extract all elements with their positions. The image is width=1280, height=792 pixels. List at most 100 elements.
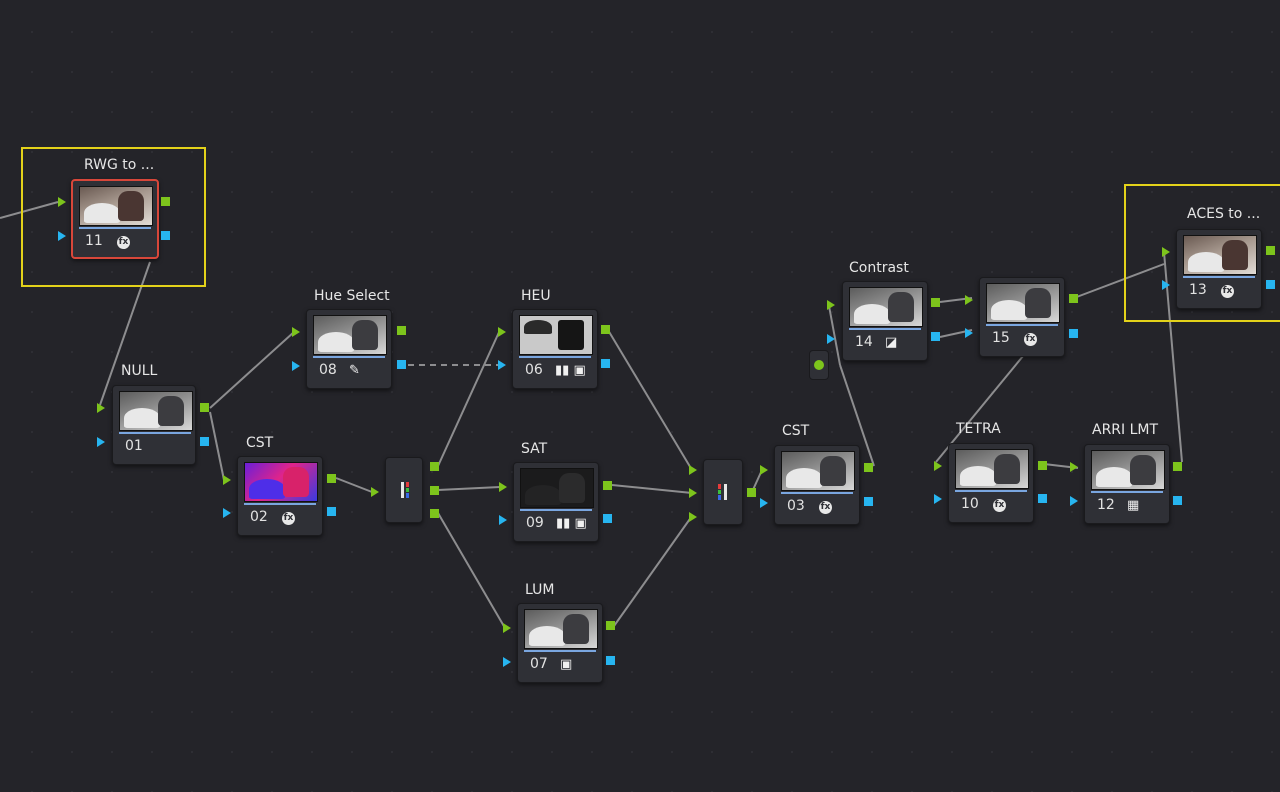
- node-bar: [781, 492, 853, 494]
- node-number: 03: [787, 498, 805, 514]
- node-thumbnail: [119, 391, 193, 431]
- node-09[interactable]: 09 ▮▮ ▣: [513, 462, 599, 542]
- key-output[interactable]: [1266, 280, 1275, 289]
- node-bar: [519, 356, 591, 358]
- key-output[interactable]: [327, 507, 336, 516]
- rgb-output[interactable]: [200, 403, 209, 412]
- key-input[interactable]: [827, 334, 835, 344]
- node-01[interactable]: 01: [112, 385, 196, 465]
- rgb-input[interactable]: [827, 300, 835, 310]
- node-label: Hue Select: [314, 288, 390, 304]
- key-input[interactable]: [498, 360, 506, 370]
- rgb-input[interactable]: [58, 197, 66, 207]
- wire-01-02: [209, 411, 225, 481]
- key-output[interactable]: [397, 360, 406, 369]
- blue-input[interactable]: [689, 512, 697, 522]
- splitter-node[interactable]: [385, 457, 423, 523]
- key-output[interactable]: [200, 437, 209, 446]
- rgb-output[interactable]: [161, 197, 170, 206]
- green-input[interactable]: [689, 488, 697, 498]
- green-output[interactable]: [430, 486, 439, 495]
- rgb-output[interactable]: [327, 474, 336, 483]
- node-02[interactable]: 02 fx: [237, 456, 323, 536]
- node-06[interactable]: 06 ▮▮ ▣: [512, 309, 598, 389]
- node-10[interactable]: 10 fx: [948, 443, 1034, 523]
- node-label: HEU: [521, 288, 551, 304]
- node-label: TETRA: [956, 421, 1001, 437]
- rgb-input[interactable]: [97, 403, 105, 413]
- key-output[interactable]: [864, 497, 873, 506]
- key-output[interactable]: [601, 359, 610, 368]
- rgb-input[interactable]: [498, 327, 506, 337]
- key-input[interactable]: [223, 508, 231, 518]
- key-output[interactable]: [931, 332, 940, 341]
- wire-06-mixer: [607, 329, 693, 471]
- mixer-node[interactable]: [703, 459, 743, 525]
- key-input[interactable]: [1070, 496, 1078, 506]
- node-11[interactable]: 11 fx: [71, 179, 159, 259]
- red-input[interactable]: [689, 465, 697, 475]
- rgb-output[interactable]: [601, 325, 610, 334]
- wire-02-splitter: [335, 477, 373, 493]
- key-output[interactable]: [603, 514, 612, 523]
- node-14[interactable]: 14 ◪: [842, 281, 928, 361]
- blue-output[interactable]: [430, 509, 439, 518]
- output-group-box[interactable]: [1124, 184, 1280, 322]
- rgb-output[interactable]: [1038, 461, 1047, 470]
- key-input[interactable]: [965, 328, 973, 338]
- key-input[interactable]: [934, 494, 942, 504]
- node-03[interactable]: 03 fx: [774, 445, 860, 525]
- key-output[interactable]: [1173, 496, 1182, 505]
- node-thumbnail: [520, 468, 594, 508]
- rgb-input[interactable]: [1070, 462, 1078, 472]
- key-input[interactable]: [760, 498, 768, 508]
- node-number: 11: [85, 233, 103, 249]
- key-output[interactable]: [1069, 329, 1078, 338]
- key-input[interactable]: [503, 657, 511, 667]
- key-input[interactable]: [97, 437, 105, 447]
- rgb-output[interactable]: [603, 481, 612, 490]
- key-input[interactable]: [1162, 280, 1170, 290]
- rgb-input[interactable]: [223, 475, 231, 485]
- rgb-output[interactable]: [1173, 462, 1182, 471]
- node-15[interactable]: 15 fx: [979, 277, 1065, 357]
- node-label: ARRI LMT: [1092, 422, 1159, 438]
- rgb-input[interactable]: [292, 327, 300, 337]
- rgb-input[interactable]: [503, 623, 511, 633]
- rgb-output[interactable]: [931, 298, 940, 307]
- node-thumbnail: [79, 186, 153, 226]
- node-thumbnail: [313, 315, 387, 355]
- node-bar: [849, 328, 921, 330]
- key-input[interactable]: [292, 361, 300, 371]
- key-output[interactable]: [1038, 494, 1047, 503]
- key-input[interactable]: [499, 515, 507, 525]
- rgb-input[interactable]: [934, 461, 942, 471]
- node-08[interactable]: 08 ✎: [306, 309, 392, 389]
- node-bar: [520, 509, 592, 511]
- rgb-output[interactable]: [397, 326, 406, 335]
- rgb-input[interactable]: [965, 295, 973, 305]
- rgb-output[interactable]: [1266, 246, 1275, 255]
- rgb-input[interactable]: [371, 487, 379, 497]
- junction-dot: [814, 360, 824, 370]
- key-output[interactable]: [606, 656, 615, 665]
- junction-node[interactable]: [809, 350, 829, 380]
- rgb-output[interactable]: [864, 463, 873, 472]
- rgb-input[interactable]: [1162, 247, 1170, 257]
- rgb-input[interactable]: [760, 465, 768, 475]
- input-group-box[interactable]: [21, 147, 206, 287]
- key-input[interactable]: [58, 231, 66, 241]
- key-output[interactable]: [161, 231, 170, 240]
- node-13[interactable]: 13 fx: [1176, 229, 1262, 309]
- red-output[interactable]: [430, 462, 439, 471]
- node-thumbnail: [524, 609, 598, 649]
- rgb-output[interactable]: [1069, 294, 1078, 303]
- node-07[interactable]: 07 ▣: [517, 603, 603, 683]
- rgb-output[interactable]: [747, 488, 756, 497]
- node-12[interactable]: 12 ▦: [1084, 444, 1170, 524]
- rgb-output[interactable]: [606, 621, 615, 630]
- fx-icon: fx: [993, 499, 1006, 512]
- wire-07-mixer: [613, 515, 693, 627]
- node-number: 01: [125, 438, 143, 454]
- rgb-input[interactable]: [499, 482, 507, 492]
